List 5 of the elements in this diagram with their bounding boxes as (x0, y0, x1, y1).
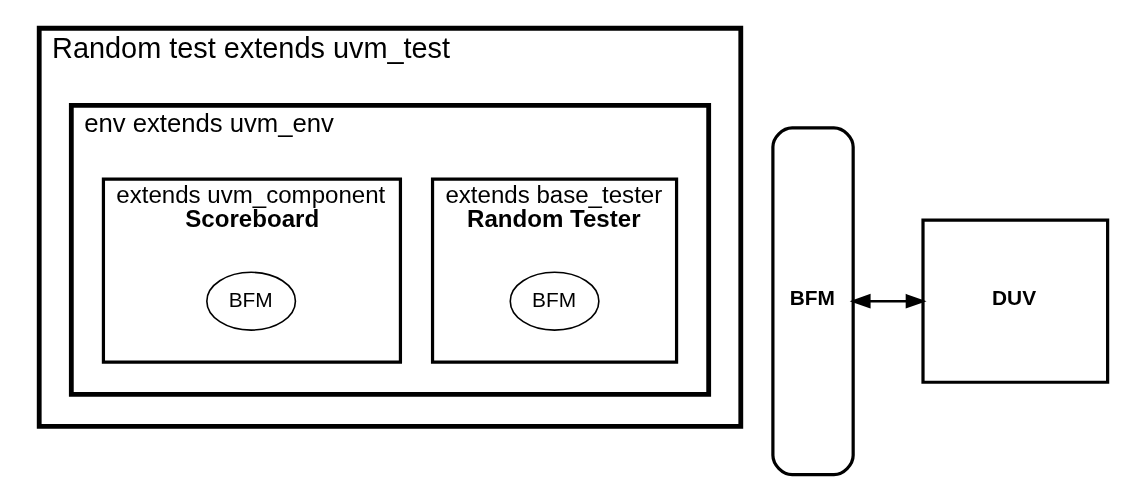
arrow (849, 293, 927, 308)
node-ellipse: BFM (508, 271, 600, 331)
node-ellipse: BFM (205, 271, 296, 331)
node-box: DUV (920, 218, 1109, 384)
node-box: BFM (770, 125, 855, 476)
